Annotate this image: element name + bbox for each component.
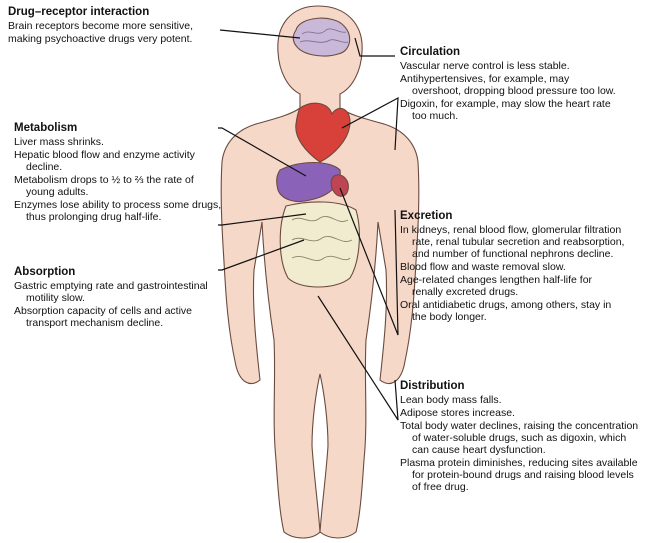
distribution-title: Distribution (400, 380, 465, 392)
heart (295, 102, 351, 163)
drug-receptor-title: Drug–receptor interaction (8, 6, 150, 18)
circulation-item-3: Digoxin, for example, may slow the heart… (400, 98, 611, 122)
brain-folds (299, 28, 349, 43)
drug-receptor-line-2: making psychoactive drugs very potent. (8, 33, 193, 45)
liver (276, 162, 341, 203)
absorption-panel: Absorption Gastric emptying rate and gas… (14, 266, 222, 330)
distribution-item-3: Total body water declines, raising the c… (400, 420, 639, 456)
circulation-item-2: Antihypertensives, for example, may over… (400, 73, 616, 97)
absorption-item-1: Gastric emptying rate and gastrointestin… (14, 280, 208, 304)
metabolism-title: Metabolism (14, 122, 78, 134)
metabolism-item-4: Enzymes lose ability to process some dru… (14, 199, 222, 223)
leader-lines (218, 29, 399, 421)
kidney (330, 174, 349, 197)
distribution-panel: Distribution Lean body mass falls. Adipo… (400, 380, 642, 494)
absorption-item-2: Absorption capacity of cells and active … (14, 305, 193, 329)
excretion-title: Excretion (400, 210, 453, 222)
excretion-item-1: In kidneys, renal blood flow, glomerular… (400, 224, 625, 260)
circulation-title: Circulation (400, 46, 461, 58)
drug-receptor-panel: Drug–receptor interaction Brain receptor… (8, 6, 193, 46)
intestine-loops (291, 216, 353, 261)
circulation-item-1: Vascular nerve control is less stable. (400, 60, 570, 72)
brain (292, 17, 351, 57)
distribution-item-1: Lean body mass falls. (400, 394, 502, 406)
metabolism-item-3: Metabolism drops to ½ to ⅔ the rate of y… (14, 174, 194, 198)
excretion-item-2: Blood flow and waste removal slow. (400, 261, 566, 273)
intestines (279, 201, 360, 288)
metabolism-item-2: Hepatic blood flow and enzyme activity d… (14, 149, 195, 173)
circulation-panel: Circulation Vascular nerve control is le… (400, 46, 618, 123)
distribution-item-4: Plasma protein diminishes, reducing site… (400, 457, 638, 493)
excretion-item-3: Age-related changes lengthen half-life f… (400, 274, 593, 298)
excretion-panel: Excretion In kidneys, renal blood flow, … (400, 210, 625, 324)
drug-receptor-line-1: Brain receptors become more sensitive, (8, 20, 193, 32)
absorption-title: Absorption (14, 266, 76, 278)
metabolism-panel: Metabolism Liver mass shrinks. Hepatic b… (14, 122, 222, 224)
distribution-item-2: Adipose stores increase. (400, 407, 515, 419)
excretion-item-4: Oral antidiabetic drugs, among others, s… (400, 299, 612, 323)
metabolism-item-1: Liver mass shrinks. (14, 136, 104, 148)
